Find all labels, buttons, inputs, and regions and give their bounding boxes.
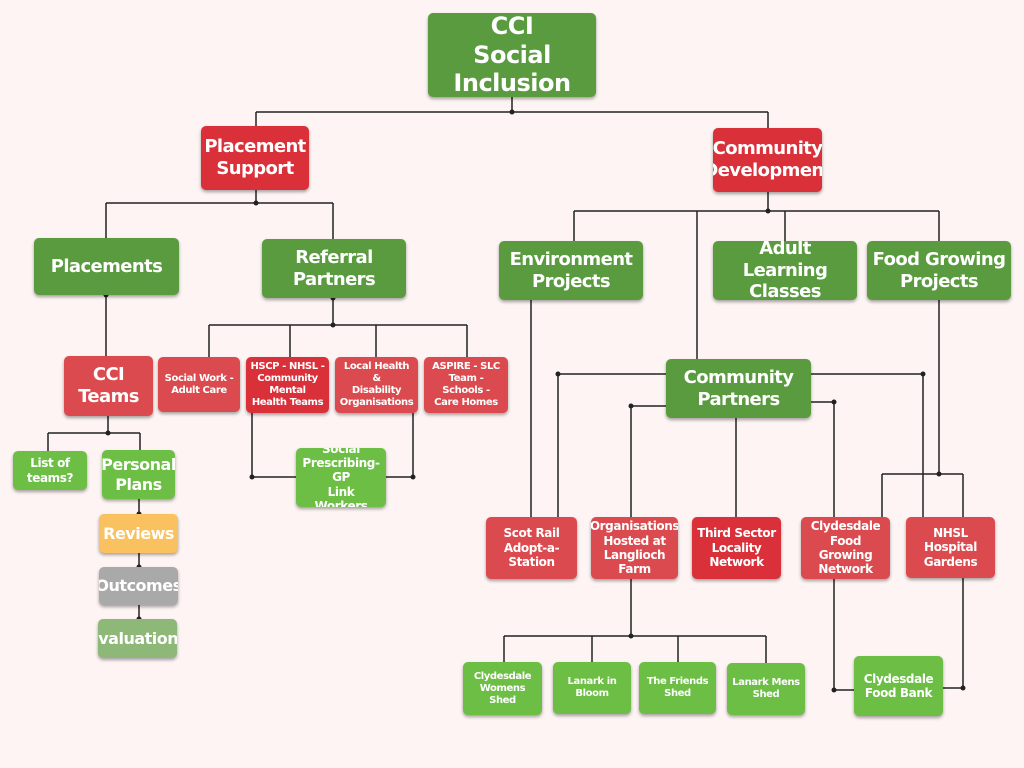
node-list-of-teams: List of teams?	[13, 451, 87, 490]
node-placements: Placements	[34, 238, 179, 295]
node-community-partners: Community Partners	[666, 359, 811, 418]
node-scot-rail-adopt-a-station: Scot Rail Adopt-a-Station	[486, 517, 577, 579]
node-the-friends-shed: The Friends Shed	[639, 662, 716, 714]
node-personal-plans: Personal Plans	[102, 450, 175, 499]
node-cci-teams: CCI Teams	[64, 356, 153, 416]
node-aspire-slc-team: ASPIRE - SLC Team - Schools - Care Homes	[424, 357, 508, 413]
node-environment-projects: Environment Projects	[499, 241, 643, 300]
node-outcomes: Outcomes	[99, 567, 178, 605]
node-food-growing-projects: Food Growing Projects	[867, 241, 1011, 300]
node-social-prescribing-gp: Social Prescribing- GP Link Workers	[296, 448, 386, 507]
node-lanark-in-bloom: Lanark in Bloom	[553, 662, 631, 714]
node-nhsl-hospital-gardens: NHSL Hospital Gardens	[906, 517, 995, 578]
node-organisations-langloch-farm: Organisations Hosted at Langlioch Farm	[591, 517, 678, 579]
node-clydesdale-womens-shed: Clydesdale Womens Shed	[463, 662, 542, 715]
node-adult-learning-classes: Adult Learning Classes	[713, 241, 857, 300]
node-placement-support: Placement Support	[201, 126, 309, 190]
node-community-development: Community Development	[713, 128, 822, 192]
node-cci-social-inclusion: CCI Social Inclusion	[428, 13, 596, 97]
node-third-sector-locality-network: Third Sector Locality Network	[692, 517, 781, 579]
node-hscp-nhsl-community-mental-health: HSCP - NHSL - Community Mental Health Te…	[246, 357, 329, 413]
node-clydesdale-food-growing-network: Clydesdale Food Growing Network	[801, 517, 890, 579]
node-lanark-mens-shed: Lanark Mens Shed	[727, 663, 805, 715]
node-referral-partners: Referral Partners	[262, 239, 406, 298]
node-clydesdale-food-bank: Clydesdale Food Bank	[854, 656, 943, 716]
node-reviews: Reviews	[99, 514, 178, 553]
node-social-work-adult-care: Social Work - Adult Care	[158, 357, 240, 412]
node-local-health-disability: Local Health & Disability Organisations	[335, 357, 418, 413]
node-evaluations: Evaluations	[98, 619, 177, 658]
